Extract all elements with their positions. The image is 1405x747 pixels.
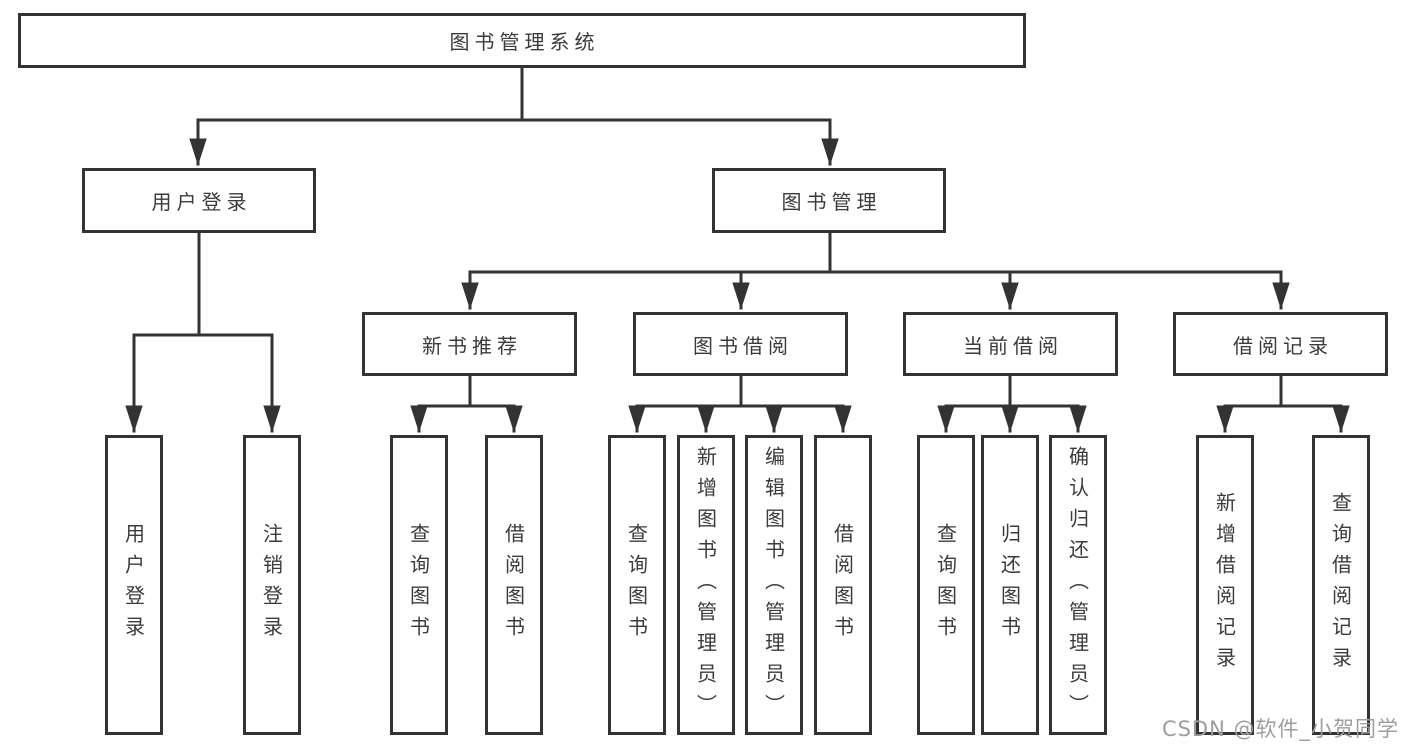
node-label: 用户登录: [121, 523, 146, 647]
node-label: 用户登录: [151, 190, 252, 214]
node-label: 查询图书: [406, 523, 431, 647]
node-label: 当前借阅: [963, 333, 1063, 358]
leaf-logout: 注销登录: [243, 435, 301, 735]
node-label: 查询借阅记录: [1328, 492, 1353, 678]
node-new-book-recommendation: 新书推荐: [362, 312, 577, 376]
node-library-management-system: 图书管理系统: [18, 13, 1026, 68]
node-label: 借阅图书: [830, 523, 855, 647]
leaf-query-books-current: 查询图书: [917, 435, 975, 735]
node-current-borrowing: 当前借阅: [903, 312, 1118, 376]
node-label: 新增借阅记录: [1212, 492, 1237, 678]
node-label: 编辑图书（管理员）: [761, 445, 786, 725]
leaf-borrow-books: 借阅图书: [814, 435, 872, 735]
leaf-query-books-borrowing: 查询图书: [608, 435, 666, 735]
node-label: 归还图书: [997, 523, 1022, 647]
node-label: 图书管理系统: [449, 30, 600, 54]
node-label: 确认归还（管理员）: [1065, 445, 1090, 725]
node-label: 图书管理: [781, 190, 882, 214]
node-label: 借阅图书: [501, 523, 526, 647]
node-label: 借阅记录: [1233, 333, 1333, 358]
leaf-query-books-recommend: 查询图书: [390, 435, 448, 735]
connector-group: [125, 66, 1350, 433]
node-label: 注销登录: [259, 523, 284, 647]
node-borrowing-records: 借阅记录: [1173, 312, 1388, 376]
node-label: 图书借阅: [693, 333, 793, 358]
csdn-watermark: CSDN @软件_小贺同学: [1161, 717, 1399, 741]
node-label: 新书推荐: [422, 333, 522, 358]
leaf-confirm-return-admin: 确认归还（管理员）: [1049, 435, 1107, 735]
leaf-add-books-admin: 新增图书（管理员）: [677, 435, 735, 735]
leaf-add-borrow-record: 新增借阅记录: [1196, 435, 1254, 735]
node-user-login: 用户登录: [82, 168, 316, 233]
node-label: 查询图书: [624, 523, 649, 647]
node-label: 查询图书: [933, 523, 958, 647]
node-book-borrowing: 图书借阅: [633, 312, 848, 376]
leaf-user-login: 用户登录: [105, 435, 163, 735]
leaf-query-borrow-record: 查询借阅记录: [1312, 435, 1370, 735]
node-book-management: 图书管理: [712, 168, 946, 233]
leaf-borrow-books-recommend: 借阅图书: [485, 435, 543, 735]
leaf-return-books: 归还图书: [981, 435, 1039, 735]
leaf-edit-books-admin: 编辑图书（管理员）: [745, 435, 803, 735]
node-label: 新增图书（管理员）: [693, 445, 718, 725]
